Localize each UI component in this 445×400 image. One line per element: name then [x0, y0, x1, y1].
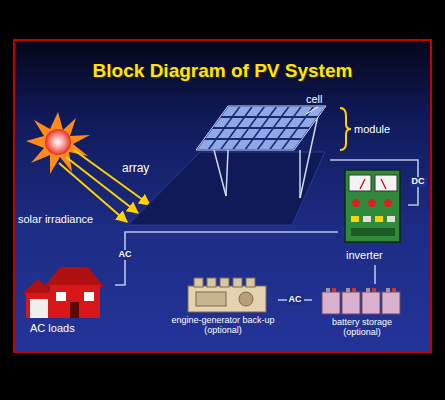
wire-label: DC: [410, 177, 427, 187]
inverter-symbol: [360, 179, 365, 189]
inverter-symbol: [375, 216, 383, 222]
cell-leader: [306, 107, 318, 114]
module-cells: [196, 106, 326, 150]
component-label: battery storage (optional): [314, 318, 410, 338]
inverter-symbol: [351, 216, 359, 222]
wire-connector: [115, 232, 338, 285]
diagram-title: Block Diagram of PV System: [0, 60, 445, 82]
inverter-symbol: [351, 228, 395, 236]
part-label: cell: [306, 93, 323, 105]
irradiance-ray: [74, 150, 150, 205]
component-box: inverter: [338, 168, 408, 265]
battery-symbol: [352, 288, 356, 292]
battery-symbol: [386, 288, 390, 292]
part-label: solar irradiance: [18, 213, 93, 225]
generator-symbol: [220, 278, 229, 287]
sun-symbol: [45, 129, 71, 155]
module-brace: [340, 108, 351, 150]
battery-symbol: [332, 288, 336, 292]
inverter-symbol: [375, 175, 397, 191]
module-cells: [299, 118, 316, 127]
array-stand: [299, 150, 301, 198]
house-symbol: [70, 302, 79, 318]
battery-symbol: [362, 292, 380, 314]
inverter-symbol: [345, 170, 400, 242]
module-cells: [291, 129, 308, 138]
component-box: AC loads: [20, 258, 115, 338]
generator-symbol: [233, 278, 242, 287]
wire-connector: [374, 265, 376, 284]
house-symbol: [84, 292, 94, 301]
inverter-symbol: [363, 216, 371, 222]
battery-symbol: [342, 292, 360, 314]
component-box: array: [112, 98, 330, 220]
house-symbol: [22, 267, 104, 318]
module-brace: [340, 108, 351, 150]
component-label: engine-generator back-up (optional): [170, 316, 276, 336]
inverter-symbol: [384, 199, 392, 207]
generator-symbol: [188, 286, 266, 312]
generator-symbol: [188, 278, 266, 312]
battery-symbol: [322, 288, 400, 314]
panel-frame: [14, 40, 431, 352]
array-stand: [214, 150, 226, 196]
component-box: engine-generator back-up (optional): [168, 272, 278, 340]
inverter-symbol: [387, 216, 395, 222]
generator-symbol: [194, 278, 203, 287]
wire-label: AC: [287, 295, 304, 305]
inverter-symbol: [349, 175, 371, 191]
generator-symbol: [207, 278, 216, 287]
generator-symbol: [246, 278, 255, 287]
house-symbol: [50, 285, 100, 318]
house-symbol: [44, 267, 104, 287]
battery-symbol: [392, 288, 396, 292]
inverter-symbol: [381, 179, 386, 189]
inverter-symbol: [352, 199, 360, 207]
irradiance-ray: [59, 150, 150, 222]
battery-symbol: [366, 288, 370, 292]
module-cells: [196, 106, 326, 150]
house-symbol: [56, 292, 66, 301]
cell-leader: [306, 107, 318, 114]
inverter-symbol: [368, 199, 376, 207]
battery-symbol: [382, 292, 400, 314]
wire-label: AC: [117, 250, 134, 260]
component-label: inverter: [346, 249, 383, 261]
battery-symbol: [372, 288, 376, 292]
sun-symbol: [26, 112, 90, 174]
generator-symbol: [196, 292, 226, 306]
battery-symbol: [322, 292, 340, 314]
part-label: module: [354, 123, 390, 135]
house-symbol: [26, 293, 52, 318]
wire-connector: [330, 160, 418, 205]
house-symbol: [30, 299, 48, 318]
module-cells: [283, 140, 300, 149]
battery-symbol: [346, 288, 350, 292]
sun-symbol: [26, 112, 90, 174]
component-label: AC loads: [30, 322, 75, 334]
generator-symbol: [239, 292, 253, 306]
inverter-symbol: [345, 170, 400, 242]
component-label: array: [122, 162, 149, 175]
battery-symbol: [326, 288, 330, 292]
component-box: battery storage (optional): [312, 284, 412, 340]
